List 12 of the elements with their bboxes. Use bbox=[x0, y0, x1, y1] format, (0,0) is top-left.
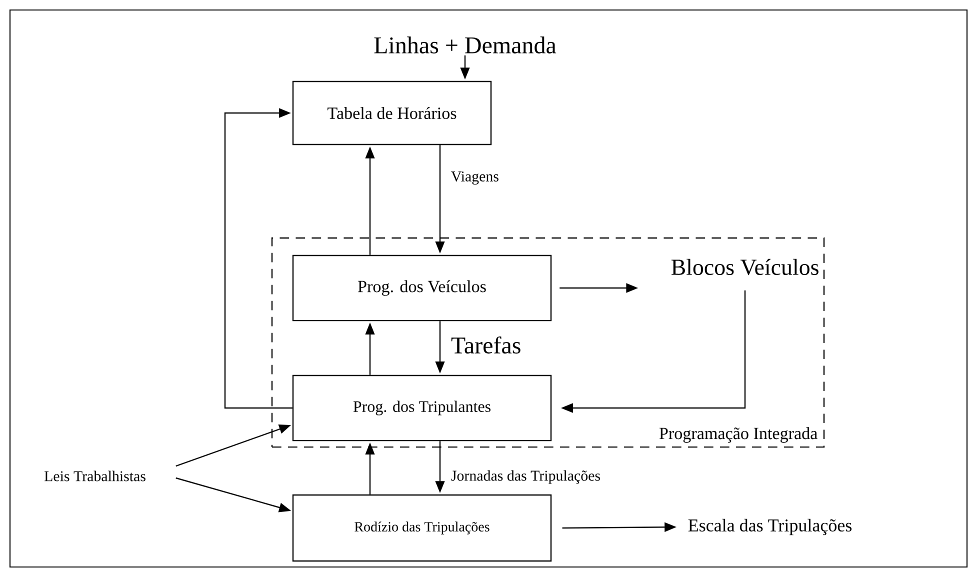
edge-label: Viagens bbox=[450, 170, 500, 186]
output-text: Blocos Veículos bbox=[671, 258, 818, 276]
edge-label: Jornadas das Tripulações bbox=[450, 468, 602, 486]
output-text: Escala das Tripulações bbox=[688, 518, 852, 536]
input-text: Leis Trabalhistas bbox=[44, 470, 146, 482]
process-box: Prog. dos Tripulantes bbox=[292, 374, 552, 442]
process-box: Tabela de Horários bbox=[292, 80, 492, 146]
edge-label: Tarefas bbox=[450, 335, 523, 355]
process-box: Rodízio das Tripulações bbox=[292, 494, 552, 562]
input-text: Linhas + Demanda bbox=[374, 36, 556, 54]
process-box: Prog. dos Veículos bbox=[292, 254, 552, 322]
arrow bbox=[224, 108, 292, 409]
